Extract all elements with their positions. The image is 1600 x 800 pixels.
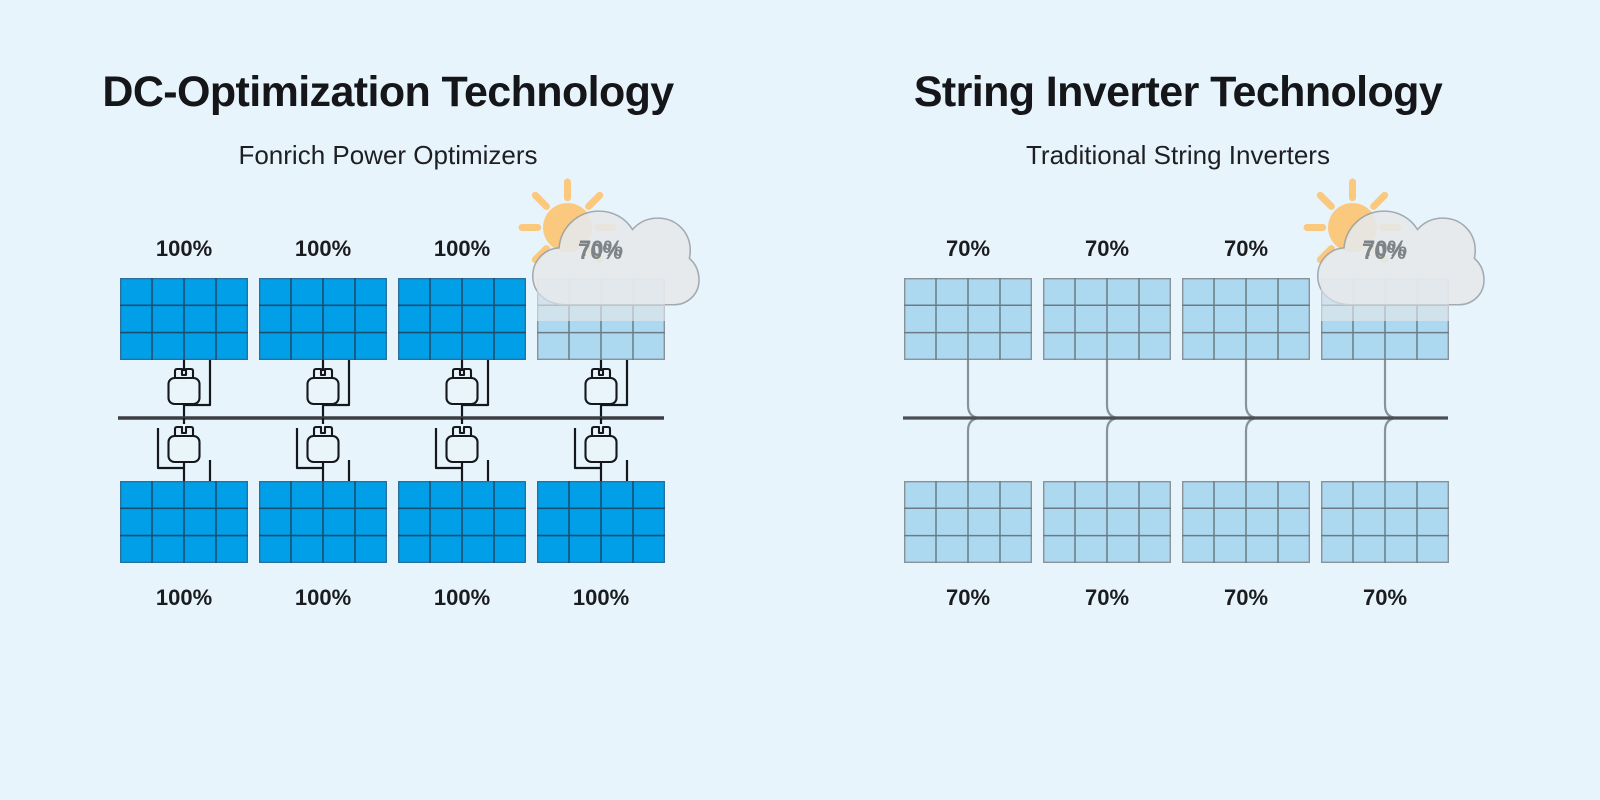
solar-panel-shaded[interactable] xyxy=(904,481,1032,563)
panel-output-label-shaded: 70% xyxy=(578,236,624,261)
solar-panel-shaded[interactable] xyxy=(1043,278,1171,360)
power-optimizer[interactable] xyxy=(445,425,479,464)
panel-output-label: 70% xyxy=(1223,585,1269,610)
panel-output-label: 100% xyxy=(155,236,213,261)
solar-panel[interactable] xyxy=(259,481,387,563)
power-optimizer[interactable] xyxy=(167,425,201,464)
solar-panel[interactable] xyxy=(120,481,248,563)
cloud-output-label: 70% xyxy=(578,239,622,264)
power-optimizer[interactable] xyxy=(306,367,340,406)
panel-output-label: 70% xyxy=(1223,236,1269,261)
left-diagram-svg: 70% xyxy=(118,0,700,563)
solar-panel[interactable] xyxy=(120,278,248,360)
solar-panel-shaded[interactable] xyxy=(904,278,1032,360)
solar-panel[interactable] xyxy=(398,481,526,563)
panel-output-label: 70% xyxy=(1084,236,1130,261)
string-inverter-section: String Inverter Technology Traditional S… xyxy=(800,0,1600,800)
power-optimizer[interactable] xyxy=(584,367,618,406)
left-top-optimizers xyxy=(167,367,618,406)
solar-panel[interactable] xyxy=(259,278,387,360)
left-top-wiring xyxy=(182,360,629,418)
cloud-shadow-overlay xyxy=(1321,278,1449,321)
solar-panel-shaded[interactable] xyxy=(1182,278,1310,360)
panel-output-label: 100% xyxy=(433,236,491,261)
panel-output-label: 100% xyxy=(433,585,491,610)
solar-panel-shaded[interactable] xyxy=(1182,481,1310,563)
right-string-wiring xyxy=(966,360,1399,481)
left-bottom-optimizers xyxy=(167,425,618,464)
power-optimizer[interactable] xyxy=(584,425,618,464)
left-bottom-panel-row xyxy=(120,481,665,563)
panel-output-label: 70% xyxy=(1362,585,1408,610)
solar-panel[interactable] xyxy=(537,481,665,563)
panel-output-label: 100% xyxy=(572,585,630,610)
left-section-subtitle: Fonrich Power Optimizers xyxy=(238,140,538,170)
right-bottom-panel-row xyxy=(904,481,1449,563)
solar-panel[interactable] xyxy=(398,278,526,360)
right-section-title: String Inverter Technology xyxy=(913,68,1443,116)
panel-output-label: 100% xyxy=(294,585,352,610)
left-bottom-wiring xyxy=(156,418,629,482)
power-optimizer[interactable] xyxy=(306,425,340,464)
power-optimizer[interactable] xyxy=(167,367,201,406)
left-section-title: DC-Optimization Technology xyxy=(102,68,674,116)
panel-output-label: 70% xyxy=(945,236,991,261)
panel-output-label: 70% xyxy=(1084,585,1130,610)
solar-panel-shaded[interactable] xyxy=(1321,481,1449,563)
solar-panel-shaded[interactable] xyxy=(1043,481,1171,563)
panel-output-label: 70% xyxy=(945,585,991,610)
panel-output-label-shaded: 70% xyxy=(1362,236,1408,261)
panel-output-label: 100% xyxy=(294,236,352,261)
panel-output-label: 100% xyxy=(155,585,213,610)
dc-optimization-section: DC-Optimization Technology Fonrich Power… xyxy=(102,0,700,610)
right-diagram-svg: 70% xyxy=(903,0,1485,563)
cloud-shadow-overlay xyxy=(537,278,665,321)
cloud-output-label: 70% xyxy=(1362,239,1406,264)
power-optimizer[interactable] xyxy=(445,367,479,406)
right-section-subtitle: Traditional String Inverters xyxy=(1026,140,1330,170)
